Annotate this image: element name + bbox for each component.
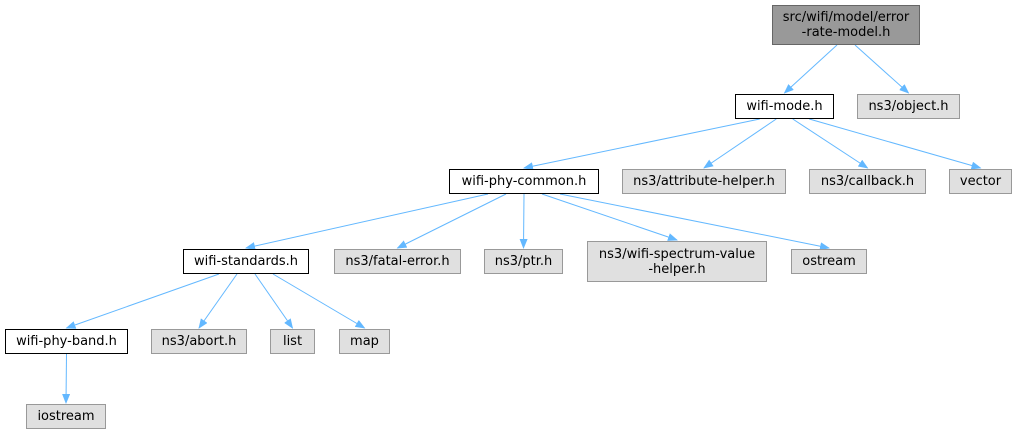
node-root-header[interactable]: src/wifi/model/error-rate-model.h [772, 5, 920, 45]
node-label: src/wifi/model/error-rate-model.h [783, 10, 910, 40]
edge-wifi-mode-to-wifi-phy-common [523, 118, 760, 171]
node-label-line: ns3/ptr.h [494, 254, 553, 269]
node-label: ns3/wifi-spectrum-value-helper.h [599, 247, 755, 277]
edge-wifi-mode-to-vector [809, 118, 982, 170]
node-label: ostream [802, 254, 856, 269]
node-label-line: -helper.h [648, 261, 706, 277]
node-label-line: src/wifi/model/error [782, 10, 910, 25]
node-vector[interactable]: vector [949, 169, 1012, 194]
node-ns3-attribute-helper[interactable]: ns3/attribute-helper.h [622, 169, 786, 194]
node-label: wifi-mode.h [746, 99, 822, 114]
node-label-line: ns3/object.h [868, 99, 949, 114]
edge-root-to-wifi-mode [783, 44, 838, 94]
node-label: ns3/fatal-error.h [345, 254, 449, 269]
node-label-line: -rate-model.h [801, 25, 891, 40]
node-label-line: ns3/fatal-error.h [345, 254, 450, 269]
node-label: map [350, 334, 379, 349]
node-label-line: vector [959, 174, 1002, 189]
node-label: wifi-standards.h [194, 254, 298, 269]
node-label-line: ns3/attribute-helper.h [633, 174, 775, 189]
node-label-line: ns3/callback.h [820, 174, 915, 189]
edge-wifi-standards-to-map [272, 273, 366, 329]
node-ns3-fatal-error[interactable]: ns3/fatal-error.h [334, 249, 461, 274]
edge-wifi-phy-common-to-ns3-ptr [519, 193, 528, 249]
node-label-line: iostream [37, 409, 95, 424]
node-ns3-callback[interactable]: ns3/callback.h [809, 169, 926, 194]
node-label-line: ostream [802, 254, 856, 269]
edge-wifi-standards-to-list [254, 273, 294, 329]
node-label-line: wifi-standards.h [194, 254, 298, 269]
node-iostream[interactable]: iostream [26, 404, 106, 429]
edge-wifi-phy-common-to-ns3-wifi-spectrum-value-helper [541, 193, 678, 241]
node-label: wifi-phy-band.h [16, 334, 117, 349]
node-label: ns3/object.h [868, 99, 948, 114]
edge-wifi-mode-to-ns3-attribute-helper [703, 118, 777, 169]
edge-wifi-standards-to-wifi-phy-band [65, 273, 220, 329]
node-label: list [283, 334, 302, 349]
edge-wifi-phy-common-to-wifi-standards [245, 193, 489, 250]
edge-root-to-ns3-object [854, 44, 910, 94]
edge-wifi-phy-common-to-ns3-fatal-error [396, 193, 507, 249]
node-wifi-phy-band[interactable]: wifi-phy-band.h [5, 329, 128, 354]
node-label: vector [960, 174, 1001, 189]
node-label: wifi-phy-common.h [462, 174, 587, 189]
node-label-line: wifi-phy-band.h [16, 334, 117, 349]
node-label: ns3/ptr.h [495, 254, 553, 269]
edge-wifi-standards-to-ns3-abort [198, 273, 238, 329]
node-ns3-ptr[interactable]: ns3/ptr.h [484, 249, 563, 274]
node-wifi-mode[interactable]: wifi-mode.h [735, 94, 834, 119]
node-label-line: ns3/wifi-spectrum-value [598, 246, 756, 262]
node-label: iostream [37, 409, 94, 424]
node-label: ns3/abort.h [162, 334, 237, 349]
node-ns3-wifi-spectrum-value-helper[interactable]: ns3/wifi-spectrum-value-helper.h [587, 241, 767, 282]
node-label: ns3/callback.h [821, 174, 914, 189]
node-ostream[interactable]: ostream [791, 249, 867, 274]
node-ns3-object[interactable]: ns3/object.h [857, 94, 960, 119]
node-label-line: wifi-mode.h [746, 99, 823, 114]
node-label-line: map [350, 334, 379, 349]
edge-wifi-mode-to-ns3-callback [792, 118, 869, 169]
node-label-line: wifi-phy-common.h [461, 174, 587, 189]
node-label: ns3/attribute-helper.h [633, 174, 775, 189]
node-ns3-abort[interactable]: ns3/abort.h [151, 329, 247, 354]
node-label-line: ns3/abort.h [161, 334, 237, 349]
node-wifi-standards[interactable]: wifi-standards.h [183, 249, 309, 274]
edge-wifi-phy-band-to-iostream [62, 353, 71, 404]
node-wifi-phy-common[interactable]: wifi-phy-common.h [449, 169, 599, 194]
node-list[interactable]: list [270, 329, 315, 354]
edge-wifi-phy-common-to-ostream [559, 193, 830, 251]
node-map[interactable]: map [339, 329, 390, 354]
node-label-line: list [282, 334, 303, 349]
